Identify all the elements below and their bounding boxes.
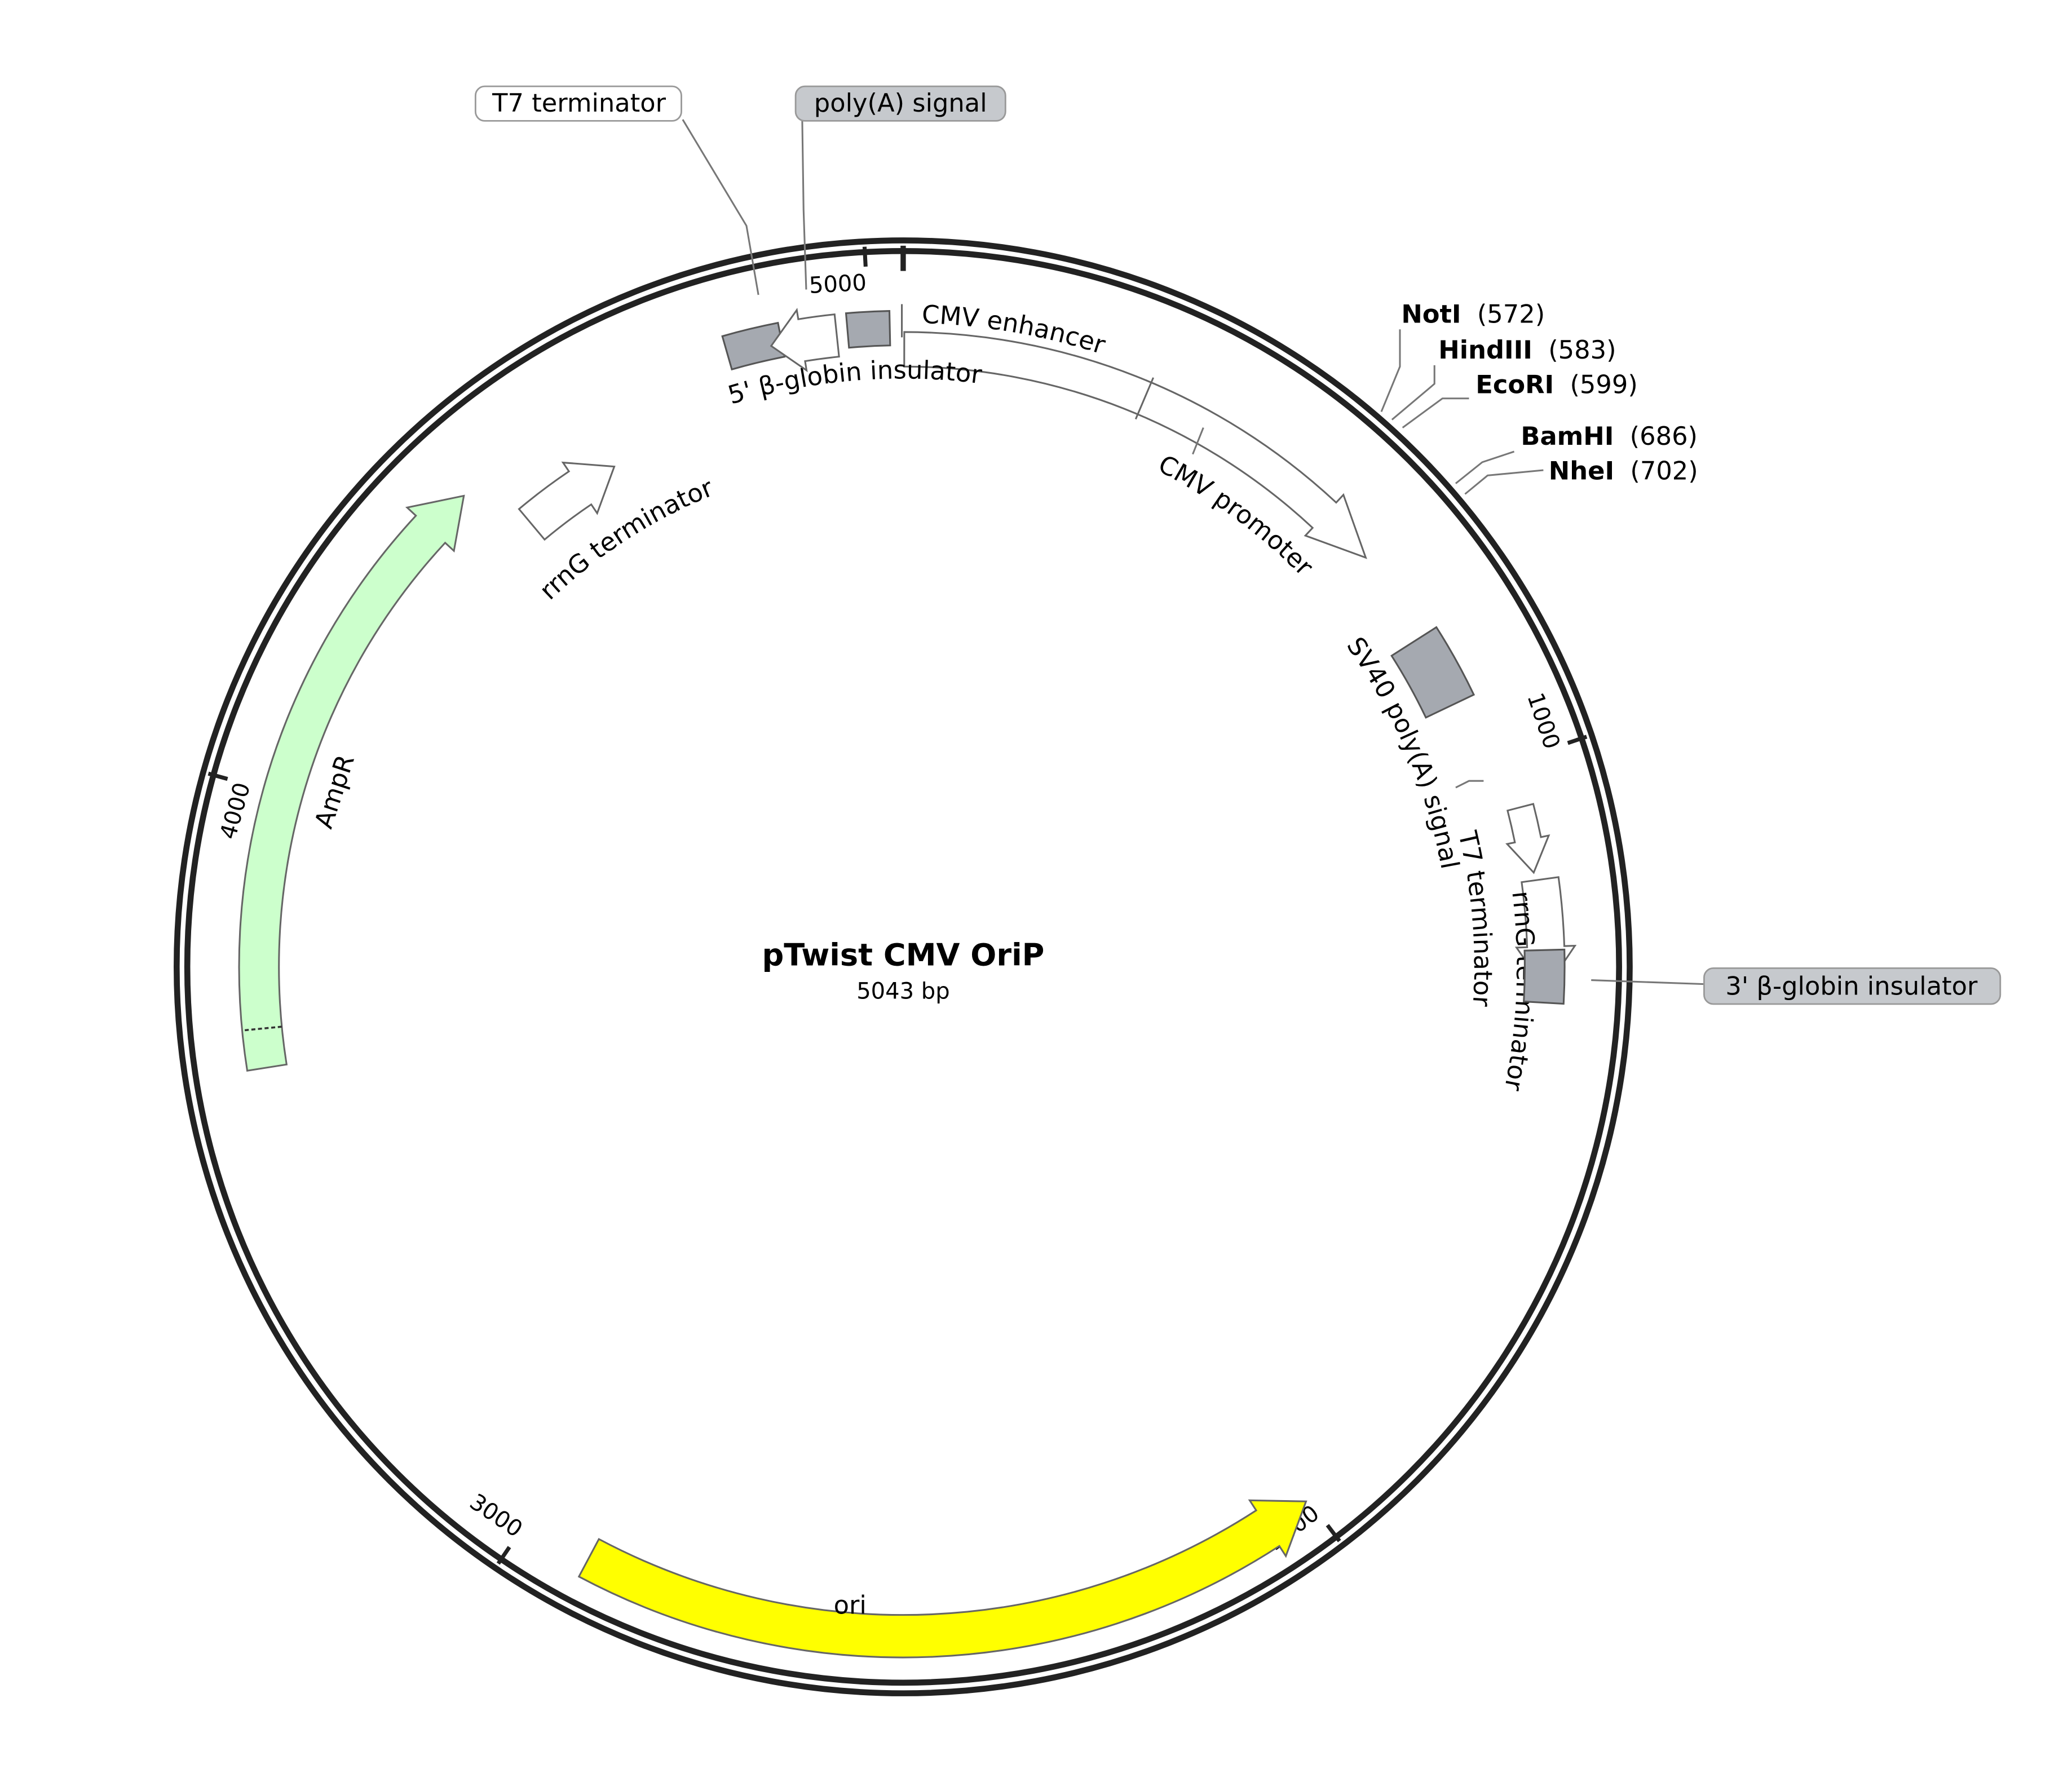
plasmid-name: pTwist CMV OriP	[762, 938, 1044, 973]
plasmid-length: 5043 bp	[856, 979, 949, 1005]
ori-label: ori	[834, 1590, 867, 1620]
tick-2000	[1326, 1524, 1341, 1542]
polya-top-label: poly(A) signal	[814, 88, 987, 118]
globin-5-label: 5' β-globin insulator	[724, 355, 984, 410]
feature-ampr[interactable]: AmpR	[238, 494, 465, 1072]
t7-terminator-right-label: T7 terminator	[1452, 828, 1498, 1007]
tick-label-3000: 3000	[465, 1489, 527, 1542]
tick-label-4000: 4000	[215, 780, 256, 842]
feature-polya-top[interactable]: poly(A) signal	[794, 85, 1006, 349]
t7-terminator-top-label: T7 terminator	[492, 88, 666, 118]
feature-sv40-polya[interactable]: SV40 poly(A) signal	[1341, 626, 1475, 891]
feature-t7-terminator-top[interactable]: T7 terminator	[474, 85, 840, 373]
site-bamhi[interactable]: BamHI(686)	[1521, 421, 1698, 451]
globin-3-label: 3' β-globin insulator	[1725, 971, 1978, 1001]
tick-5000	[862, 246, 868, 267]
feature-cmv-enhancer[interactable]: CMV enhancer	[901, 299, 1367, 559]
site-hindiii[interactable]: HindIII(583)	[1438, 335, 1616, 365]
feature-rrng-terminator-left[interactable]: rrnG terminator	[518, 461, 755, 605]
feature-globin-3[interactable]: 3' β-globin insulator	[1523, 948, 2002, 1005]
tick-4000	[207, 771, 228, 781]
restriction-sites: NotI(572) HindIII(583) EcoRI(599) BamHI(…	[1380, 299, 1698, 495]
ampr-label: AmpR	[308, 751, 360, 832]
site-nhei[interactable]: NheI(702)	[1549, 456, 1698, 485]
feature-ori[interactable]: ori	[577, 1499, 1307, 1659]
tick-label-5000: 5000	[809, 270, 867, 299]
tick-1000	[1567, 735, 1588, 745]
site-noti[interactable]: NotI(572)	[1401, 299, 1545, 329]
svg-text:T7 terminator: T7 terminator	[1452, 828, 1498, 1007]
tick-3000	[496, 1546, 511, 1565]
site-ecori[interactable]: EcoRI(599)	[1475, 369, 1638, 399]
svg-text:5' β-globin insulator: 5' β-globin insulator	[724, 355, 984, 410]
tick-label-1000: 1000	[1522, 689, 1565, 752]
